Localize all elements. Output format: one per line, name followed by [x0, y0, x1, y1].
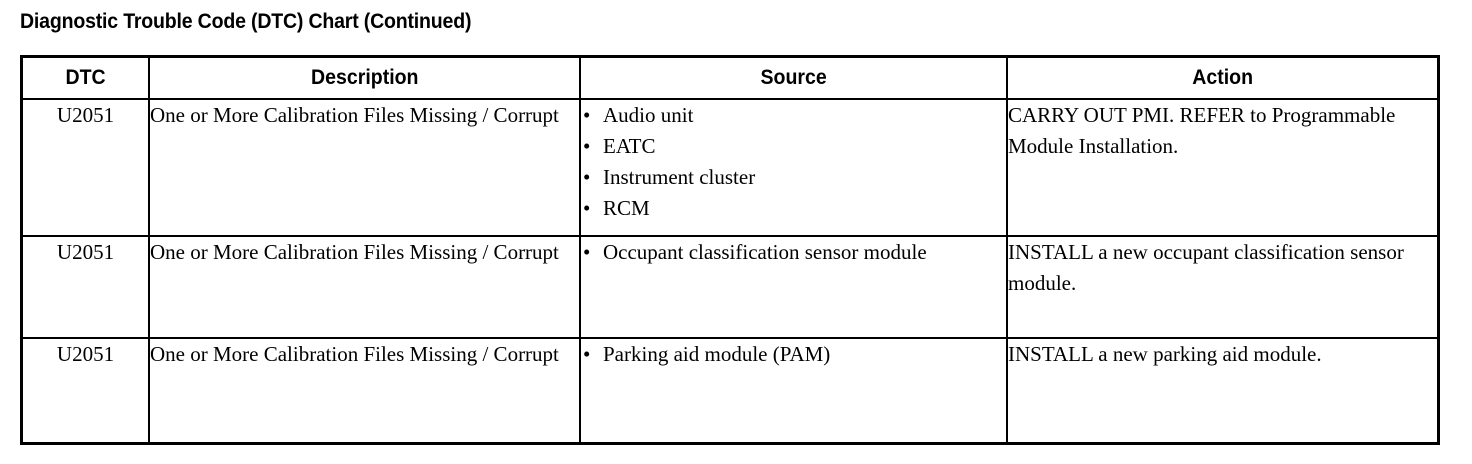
- cell-description: One or More Calibration Files Missing / …: [149, 236, 581, 339]
- list-item-label: Parking aid module (PAM): [603, 342, 831, 366]
- column-header-description-label: Description: [310, 66, 419, 89]
- list-item: • Audio unit: [581, 100, 1006, 131]
- column-header-description: Description: [149, 58, 581, 100]
- table-row: U2051 One or More Calibration Files Miss…: [23, 338, 1437, 443]
- cell-source: • Audio unit • EATC • Instrument cluster • R…: [580, 99, 1008, 237]
- page-title: Diagnostic Trouble Code (DTC) Chart (Con…: [20, 10, 472, 33]
- cell-action: INSTALL a new occupant classification se…: [1007, 236, 1437, 339]
- cell-dtc: U2051: [23, 338, 150, 443]
- list-item: • Occupant classification sensor module: [581, 237, 1006, 268]
- list-item: • EATC: [581, 131, 1006, 162]
- bullet-icon: •: [583, 342, 591, 366]
- dtc-table-container: DTC Description Source Action U2051 One …: [20, 55, 1440, 445]
- cell-source: • Occupant classification sensor module: [580, 236, 1008, 339]
- cell-dtc: U2051: [23, 99, 150, 237]
- source-list: • Parking aid module (PAM): [581, 339, 1006, 370]
- table-header: DTC Description Source Action: [23, 58, 1437, 100]
- column-header-dtc: DTC: [23, 58, 150, 100]
- column-header-source: Source: [580, 58, 1008, 100]
- bullet-icon: •: [583, 240, 591, 264]
- bullet-icon: •: [583, 103, 591, 127]
- dtc-table: DTC Description Source Action U2051 One …: [23, 58, 1437, 443]
- table-row: U2051 One or More Calibration Files Miss…: [23, 236, 1437, 339]
- list-item-label: RCM: [603, 196, 650, 220]
- cell-dtc: U2051: [23, 236, 150, 339]
- cell-description: One or More Calibration Files Missing / …: [149, 338, 581, 443]
- table-row: U2051 One or More Calibration Files Miss…: [23, 99, 1437, 237]
- bullet-icon: •: [583, 165, 591, 189]
- cell-action: INSTALL a new parking aid module.: [1008, 342, 1322, 366]
- list-item-label: Instrument cluster: [603, 165, 756, 189]
- list-item: • Parking aid module (PAM): [581, 339, 1006, 370]
- cell-description: One or More Calibration Files Missing / …: [149, 99, 581, 237]
- source-list: • Occupant classification sensor module: [581, 237, 1006, 268]
- table-body: U2051 One or More Calibration Files Miss…: [23, 99, 1437, 443]
- list-item-label: Audio unit: [603, 103, 694, 127]
- cell-source: • Parking aid module (PAM): [580, 338, 1008, 443]
- bullet-icon: •: [583, 196, 591, 220]
- column-header-action: Action: [1007, 58, 1437, 100]
- list-item-label: Occupant classification sensor module: [603, 240, 927, 264]
- column-header-source-label: Source: [760, 66, 827, 89]
- list-item-label: EATC: [603, 134, 656, 158]
- source-list: • Audio unit • EATC • Instrument cluster • R…: [581, 100, 1006, 224]
- column-header-action-label: Action: [1192, 66, 1253, 89]
- list-item: • Instrument cluster: [581, 162, 1006, 193]
- table-header-row: DTC Description Source Action: [23, 58, 1437, 100]
- list-item: • RCM: [581, 193, 1006, 224]
- column-header-dtc-label: DTC: [65, 66, 106, 89]
- bullet-icon: •: [583, 134, 591, 158]
- cell-action: CARRY OUT PMI. REFER to Programmable Mod…: [1007, 99, 1437, 237]
